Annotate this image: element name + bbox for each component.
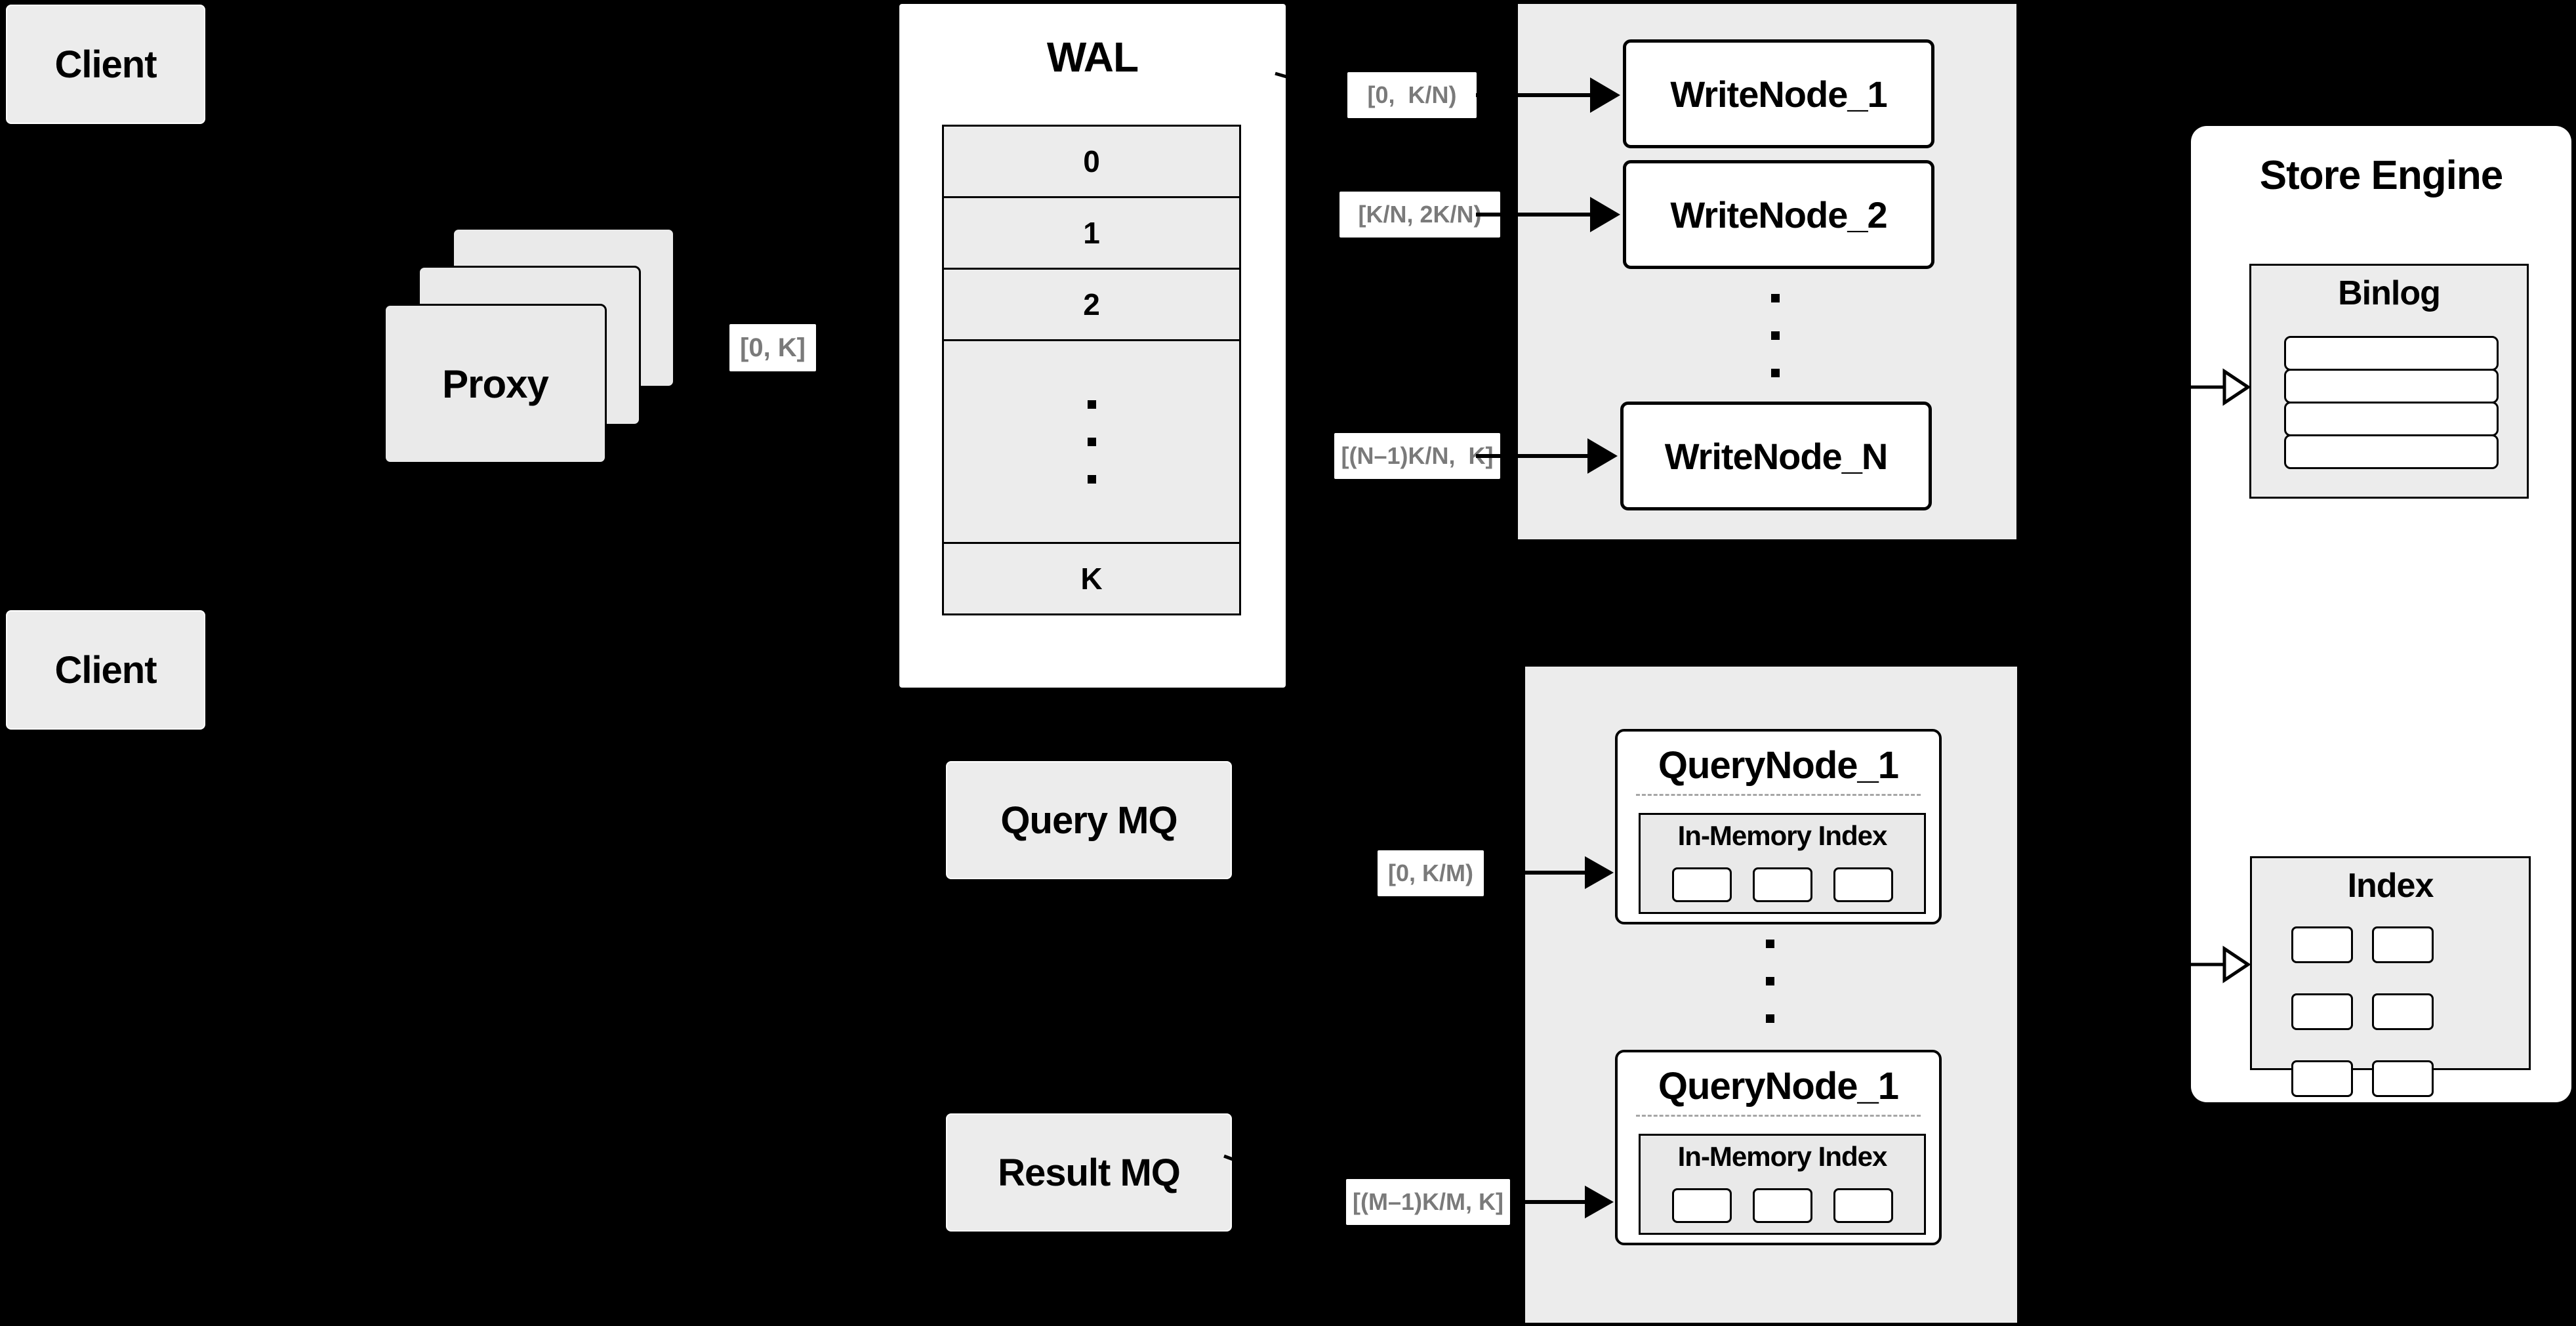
wal-row-ellipsis bbox=[942, 339, 1241, 544]
query-node-bottom-divider bbox=[1636, 1115, 1921, 1117]
range-label-writeN: [(N–1)K/N, K] bbox=[1334, 433, 1500, 479]
query-node-ellipsis-dots bbox=[1766, 940, 1774, 1023]
segment-cell bbox=[1671, 867, 1732, 902]
connector-stub-wal bbox=[1275, 72, 1347, 96]
in-memory-index-top-cells bbox=[1641, 867, 1924, 902]
client-box-bottom: Client bbox=[6, 610, 205, 730]
range-label-write2: [K/N, 2K/N) bbox=[1339, 192, 1500, 238]
wal-row-k: K bbox=[942, 542, 1241, 615]
index-cell bbox=[2291, 993, 2353, 1030]
store-engine-title: Store Engine bbox=[2259, 153, 2503, 198]
proxy-card-front: Proxy bbox=[384, 304, 607, 464]
client-bottom-label: Client bbox=[54, 648, 157, 692]
query-mq-box: Query MQ bbox=[946, 761, 1232, 879]
wal-title: WAL bbox=[1046, 33, 1139, 81]
segment-cell bbox=[1833, 867, 1893, 902]
binlog-row bbox=[2284, 434, 2499, 469]
segment-cell bbox=[1671, 1188, 1732, 1223]
query-node-top-title: QueryNode_1 bbox=[1658, 744, 1899, 787]
result-mq-box: Result MQ bbox=[946, 1113, 1232, 1232]
index-box: Index bbox=[2250, 856, 2531, 1097]
store-engine-box: Store Engine Binlog Index bbox=[2191, 126, 2571, 1102]
query-node-top: QueryNode_1 In-Memory Index bbox=[1615, 729, 1942, 924]
segment-cell bbox=[1752, 867, 1812, 902]
segment-cell bbox=[1833, 1188, 1893, 1223]
query-node-bottom: QueryNode_1 In-Memory Index bbox=[1615, 1050, 1942, 1245]
binlog-row bbox=[2284, 402, 2499, 436]
binlog-row bbox=[2284, 336, 2499, 371]
write-node-n: WriteNode_N bbox=[1620, 402, 1932, 510]
write-node-ellipsis-dots bbox=[1771, 294, 1780, 377]
binlog-row bbox=[2284, 369, 2499, 404]
binlog-title: Binlog bbox=[2338, 274, 2441, 312]
client-box-top: Client bbox=[6, 5, 205, 124]
index-cells bbox=[2291, 926, 2495, 1097]
range-label-write1: [0, K/N) bbox=[1347, 72, 1477, 118]
proxy-label: Proxy bbox=[442, 362, 549, 406]
client-top-label: Client bbox=[54, 43, 157, 86]
index-cell bbox=[2372, 926, 2434, 963]
wal-box: WAL 0 1 2 K bbox=[899, 4, 1286, 688]
index-cell bbox=[2372, 1060, 2434, 1097]
index-cell bbox=[2291, 1060, 2353, 1097]
connector-stub-resultmq bbox=[1223, 1154, 1341, 1201]
write-node-2: WriteNode_2 bbox=[1623, 160, 1934, 269]
in-memory-index-top-title: In-Memory Index bbox=[1677, 820, 1888, 851]
in-memory-index-bottom-title: In-Memory Index bbox=[1677, 1141, 1888, 1172]
write-node-1: WriteNode_1 bbox=[1623, 39, 1934, 148]
query-node-top-divider bbox=[1636, 794, 1921, 796]
wal-row-1: 1 bbox=[942, 196, 1241, 270]
in-memory-index-bottom: In-Memory Index bbox=[1639, 1134, 1926, 1235]
wal-row-0: 0 bbox=[942, 125, 1241, 198]
wal-table: 0 1 2 K bbox=[942, 125, 1241, 615]
wal-row-2: 2 bbox=[942, 268, 1241, 341]
query-node-bottom-title: QueryNode_1 bbox=[1658, 1065, 1899, 1108]
in-memory-index-top: In-Memory Index bbox=[1639, 813, 1926, 914]
range-label-query1: [0, K/M) bbox=[1378, 850, 1484, 896]
range-label-proxy-out: [0, K] bbox=[729, 324, 816, 371]
range-label-queryM: [(M–1)K/M, K] bbox=[1346, 1179, 1510, 1225]
segment-cell bbox=[1752, 1188, 1812, 1223]
binlog-box: Binlog bbox=[2249, 264, 2529, 499]
index-title: Index bbox=[2347, 867, 2434, 905]
index-cell bbox=[2372, 993, 2434, 1030]
binlog-rows bbox=[2284, 336, 2499, 469]
index-cell bbox=[2291, 926, 2353, 963]
in-memory-index-bottom-cells bbox=[1641, 1188, 1924, 1223]
wal-ellipsis-dots bbox=[1087, 400, 1096, 484]
